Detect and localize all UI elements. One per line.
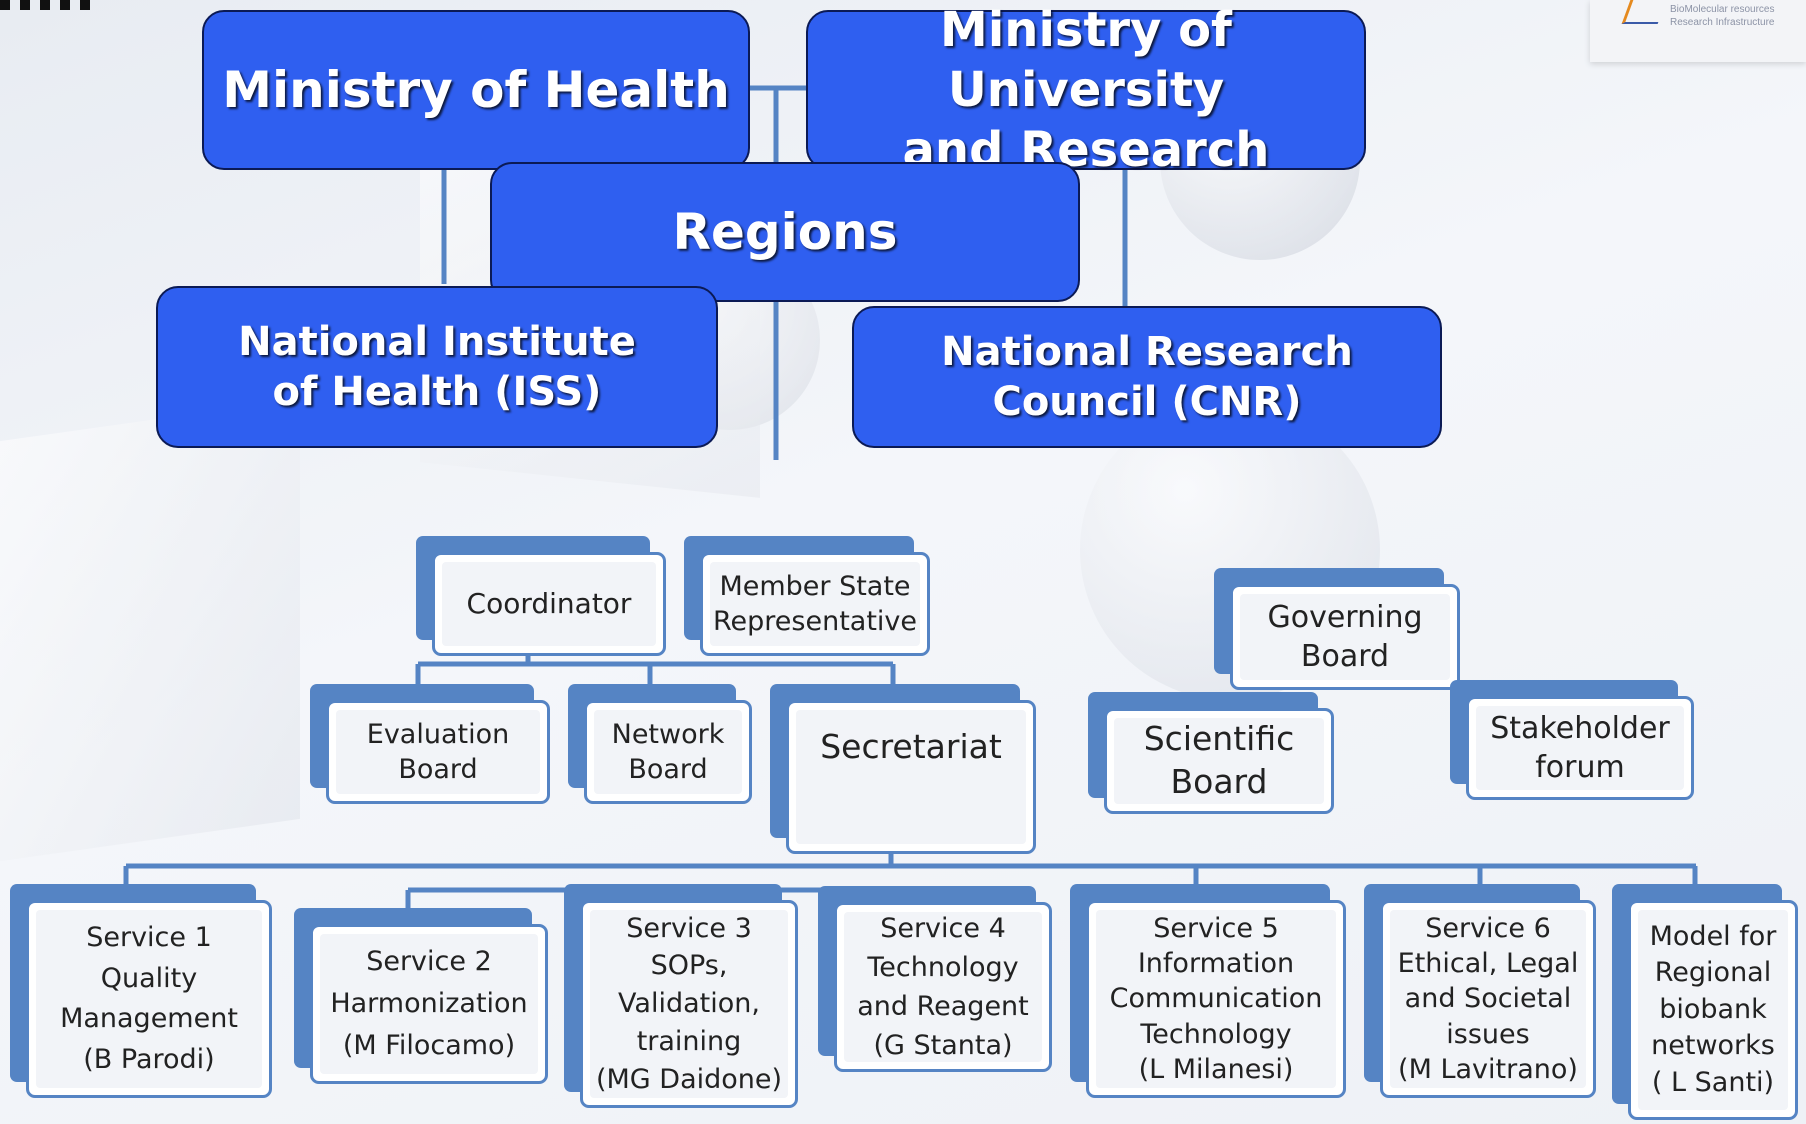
iss-box: National Institute of Health (ISS) [156, 286, 718, 448]
ministry-of-university-label: Ministry of University and Research [902, 2, 1270, 178]
member-state-representative-box: Member State Representative [684, 536, 930, 656]
secretariat-box: Secretariat [770, 684, 1036, 854]
model-regional-biobank-label: Model for Regional biobank networks ( L … [1638, 910, 1788, 1110]
cnr-box: National Research Council (CNR) [852, 306, 1442, 448]
ministry-of-health-label: Ministry of Health [222, 60, 730, 119]
ministry-of-university-box: Ministry of University and Research [806, 2, 1366, 178]
stakeholder-forum-box: Stakeholder forum [1450, 680, 1694, 800]
governing-board-label: Governing Board [1240, 594, 1450, 680]
service-3-box: Service 3 SOPs, Validation, training (MG… [564, 884, 798, 1108]
stakeholder-forum-label: Stakeholder forum [1476, 706, 1684, 790]
scientific-board-label: Scientific Board [1114, 718, 1324, 804]
member-state-representative-label: Member State Representative [710, 562, 920, 646]
secretariat-label: Secretariat [796, 710, 1026, 844]
scientific-board-box: Scientific Board [1088, 692, 1334, 814]
model-regional-biobank-box: Model for Regional biobank networks ( L … [1612, 884, 1798, 1120]
service-5-label: Service 5 Information Communication Tech… [1096, 910, 1336, 1088]
regions-label: Regions [672, 202, 898, 261]
governing-board-box: Governing Board [1214, 568, 1460, 690]
service-4-label: Service 4 Technology and Reagent (G Stan… [844, 912, 1042, 1062]
corner-logo-fragment [0, 0, 90, 10]
service-4-box: Service 4 Technology and Reagent (G Stan… [818, 886, 1052, 1072]
service-6-box: Service 6 Ethical, Legal and Societal is… [1364, 884, 1596, 1098]
iss-label: National Institute of Health (ISS) [238, 319, 636, 415]
evaluation-board-label: Evaluation Board [336, 710, 540, 794]
cnr-label: National Research Council (CNR) [941, 329, 1353, 425]
evaluation-board-box: Evaluation Board [310, 684, 550, 804]
ministry-of-health-box: Ministry of Health [202, 10, 750, 170]
service-1-label: Service 1 Quality Management (B Parodi) [36, 910, 262, 1088]
bbmri-logo: BioMolecular resources Research Infrastr… [1590, 0, 1806, 62]
service-2-label: Service 2 Harmonization (M Filocamo) [320, 934, 538, 1074]
coordinator-label: Coordinator [442, 562, 656, 646]
service-6-label: Service 6 Ethical, Legal and Societal is… [1390, 910, 1586, 1088]
regions-box: Regions [490, 162, 1080, 302]
network-board-box: Network Board [568, 684, 752, 804]
logo-text: BioMolecular resources Research Infrastr… [1670, 4, 1775, 28]
service-2-box: Service 2 Harmonization (M Filocamo) [294, 908, 548, 1084]
service-5-box: Service 5 Information Communication Tech… [1070, 884, 1346, 1098]
service-1-box: Service 1 Quality Management (B Parodi) [10, 884, 272, 1098]
service-3-label: Service 3 SOPs, Validation, training (MG… [590, 910, 788, 1098]
coordinator-box: Coordinator [416, 536, 666, 656]
network-board-label: Network Board [594, 710, 742, 794]
